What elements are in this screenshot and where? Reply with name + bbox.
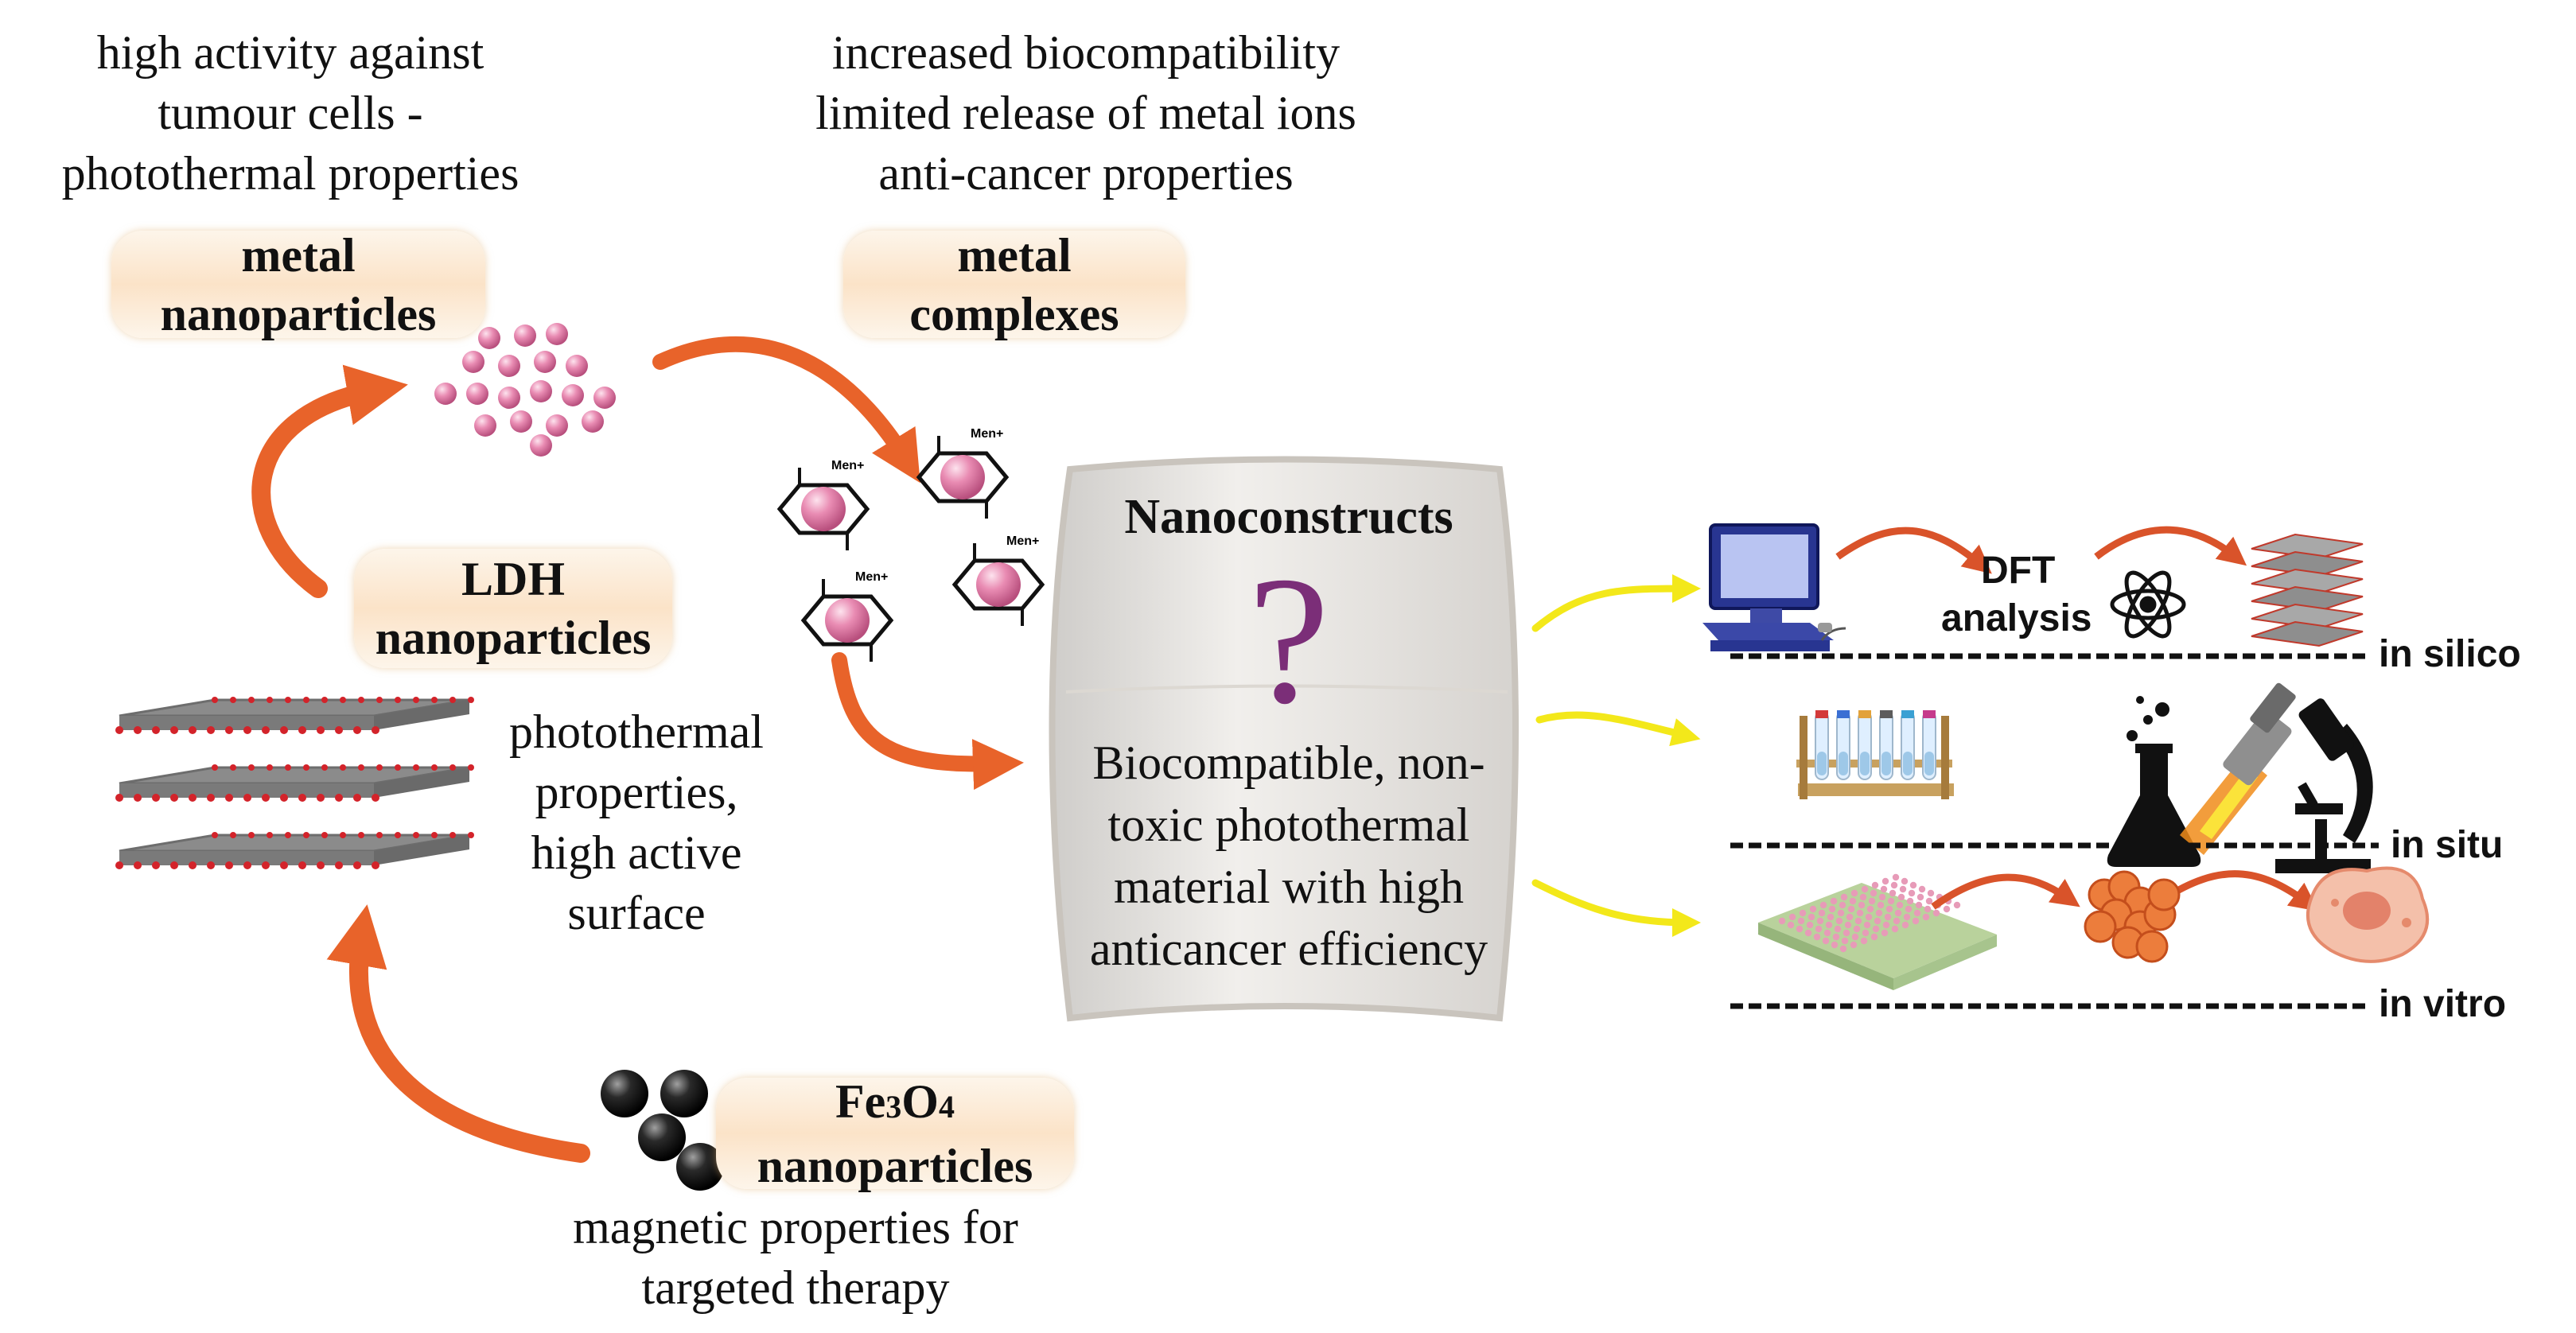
arrow-complexes-to-nanoconstructs: [831, 652, 1024, 791]
metal-nanoparticles-label: metal nanoparticles: [111, 229, 485, 340]
ldh-sheet: [115, 764, 474, 802]
desc-line: properties,: [535, 766, 738, 818]
desc-line: anticancer efficiency: [1089, 923, 1488, 975]
desc-line: increased biocompatibility: [831, 26, 1341, 79]
analysis-label: analysis: [1941, 597, 2092, 639]
desc-line: anti-cancer properties: [878, 147, 1294, 200]
in-situ-label: in situ: [2391, 824, 2504, 866]
flask-icon: [2107, 696, 2201, 867]
ldh-description: photothermal properties, high active sur…: [461, 701, 811, 943]
cell-icon: [2306, 866, 2430, 963]
formula-sub: 3: [885, 1088, 902, 1125]
metal-complex: Men+: [951, 534, 1045, 626]
metal-complexes-label: metal complexes: [843, 229, 1185, 340]
ldh-nanoparticles-label: LDH nanoparticles: [354, 549, 672, 668]
desc-line: photothermal: [509, 705, 764, 758]
question-mark: ?: [1247, 538, 1330, 741]
yellow-arrow-silico: [1531, 574, 1701, 632]
metal-label: Men+: [831, 459, 864, 472]
nanoconstructs-title: Nanoconstructs: [1124, 490, 1453, 544]
metal-complex: Men+: [916, 427, 1010, 519]
metal-complexes-group: Men+ Men+ Men+ Men+: [776, 427, 1045, 662]
yellow-arrow-vitro: [1531, 879, 1701, 937]
ldh-sheet: [115, 697, 474, 734]
dft-label: DFT: [1981, 550, 2056, 592]
desc-line: material with high: [1114, 861, 1464, 913]
desc-line: tumour cells -: [158, 87, 423, 139]
label-line: nanoparticles: [375, 612, 652, 664]
well-plate-icon: [1758, 873, 1997, 990]
label-line: metal: [957, 228, 1072, 282]
label-line: metal: [241, 228, 356, 282]
label-line: complexes: [909, 287, 1119, 340]
metal-label: Men+: [855, 570, 888, 584]
formula-o: O: [901, 1075, 939, 1128]
yellow-arrow-situ: [1535, 711, 1701, 747]
ldh-sheet: [115, 832, 474, 869]
atom-icon: [2110, 570, 2186, 639]
arrow-metal-np-to-complexes: [652, 336, 920, 484]
formula-sub: 4: [938, 1088, 955, 1125]
metal-np-description: high activity against tumour cells - pho…: [20, 22, 561, 204]
computer-icon: [1702, 523, 1846, 651]
metal-complex: Men+: [776, 459, 870, 550]
metal-complexes-description: increased biocompatibility limited relea…: [756, 22, 1416, 204]
ldh-layers: [115, 697, 474, 869]
arrow-fe3o4-to-ldh: [326, 904, 590, 1163]
metal-complex: Men+: [800, 570, 894, 662]
fe3o4-nanoparticles-label: Fe3O4 nanoparticles: [716, 1075, 1074, 1192]
metal-label: Men+: [971, 427, 1003, 441]
metal-label: Men+: [1006, 534, 1039, 548]
desc-line: photothermal properties: [61, 147, 519, 200]
desc-line: Biocompatible, non-: [1092, 736, 1485, 789]
desc-line: high activity against: [96, 26, 484, 79]
fe3o4-spheres: [601, 1070, 724, 1191]
nanoconstructs-description: Biocompatible, non- toxic photothermal m…: [1066, 732, 1512, 980]
metal-nanoparticles-cluster: [434, 323, 616, 457]
desc-line: toxic photothermal: [1107, 799, 1470, 851]
label-line: nanoparticles: [757, 1139, 1033, 1192]
desc-line: targeted therapy: [641, 1261, 950, 1314]
label-line: LDH: [461, 553, 566, 605]
nanoconstructs-vessel: [1049, 456, 1519, 1022]
in-vitro-label: in vitro: [2379, 983, 2507, 1025]
desc-line: high active: [531, 826, 742, 879]
fe3o4-formula: Fe3O4: [835, 1072, 955, 1137]
desc-line: limited release of metal ions: [815, 87, 1356, 139]
fe3o4-description: magnetic properties for targeted therapy: [493, 1197, 1098, 1318]
in-silico-label: in silico: [2379, 633, 2521, 675]
test-tube-rack-icon: [1796, 710, 1954, 799]
desc-line: magnetic properties for: [573, 1201, 1018, 1253]
formula-fe: Fe: [835, 1075, 886, 1128]
crystal-layers-icon: [2251, 533, 2364, 647]
label-line: nanoparticles: [160, 287, 437, 340]
tumour-cluster-icon: [2084, 870, 2181, 963]
desc-line: surface: [567, 887, 706, 939]
laser-icon: [2180, 682, 2296, 855]
arrow-ldh-to-metal-np: [251, 364, 408, 598]
